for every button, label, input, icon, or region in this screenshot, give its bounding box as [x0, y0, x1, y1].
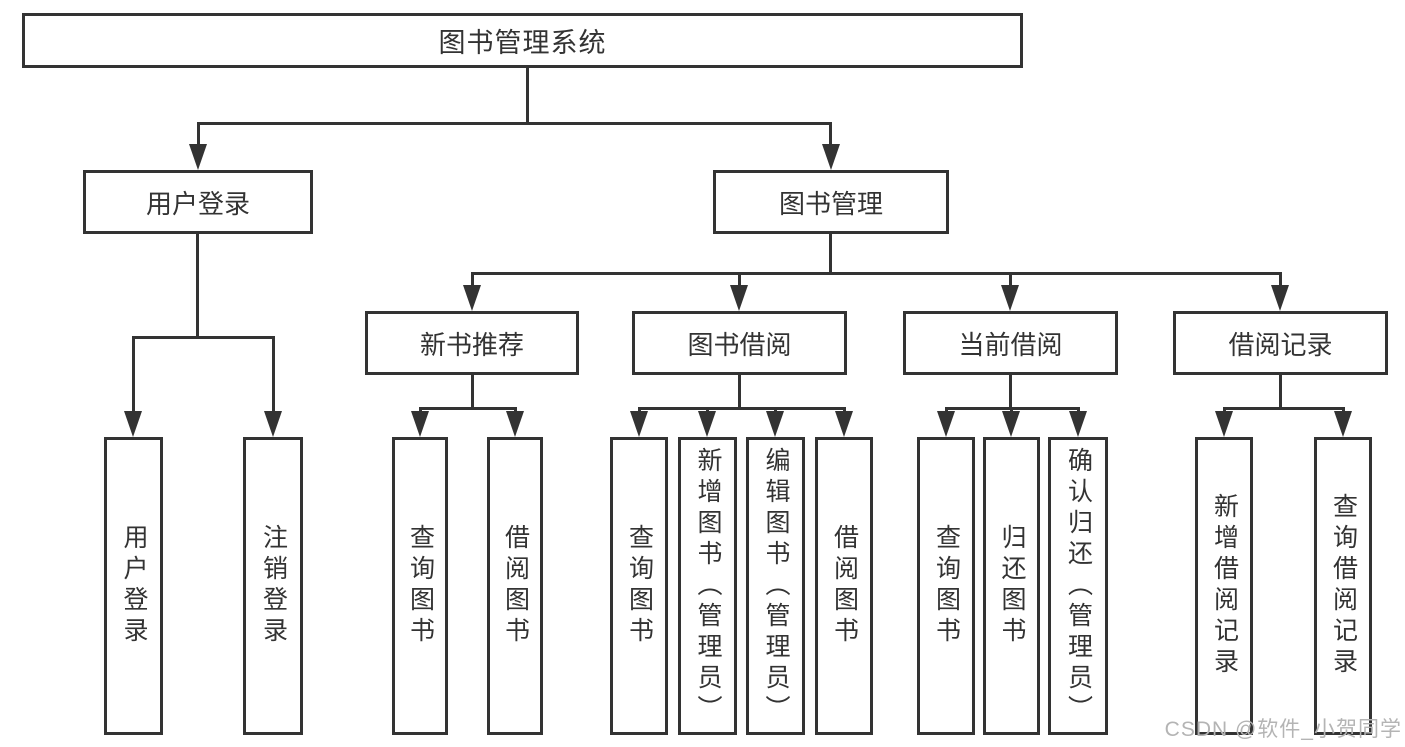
arrow-down-icon — [124, 411, 142, 437]
connector-line — [1009, 375, 1012, 407]
arrow-down-icon — [937, 411, 955, 437]
root-node-label: 图书管理系统 — [438, 28, 607, 58]
connector-line — [829, 122, 832, 146]
connector-line — [272, 336, 275, 413]
node-borrowing-records-label: 借阅记录 — [1228, 329, 1333, 360]
connector-line — [197, 122, 832, 125]
connector-line — [1279, 375, 1282, 407]
leaf-user-login-label: 用户登录 — [120, 524, 148, 648]
leaf-add-borrow-record: 新增借阅记录 — [1195, 437, 1253, 735]
leaf-borrow-books-recommend: 借阅图书 — [487, 437, 543, 735]
arrow-down-icon — [1215, 411, 1233, 437]
connector-line — [132, 336, 135, 413]
arrow-down-icon — [766, 411, 784, 437]
node-current-borrowing-label: 当前借阅 — [958, 329, 1063, 360]
arrow-down-icon — [698, 411, 716, 437]
node-borrowing-records: 借阅记录 — [1173, 311, 1388, 375]
leaf-query-borrow-record-label: 查询借阅记录 — [1329, 493, 1358, 679]
connector-line — [738, 272, 741, 287]
leaf-query-books-current-label: 查询图书 — [932, 524, 961, 648]
connector-line — [419, 407, 517, 410]
arrow-down-icon — [506, 411, 524, 437]
leaf-return-books: 归还图书 — [983, 437, 1040, 735]
leaf-user-login: 用户登录 — [104, 437, 163, 735]
leaf-borrow-books-recommend-label: 借阅图书 — [501, 524, 530, 648]
leaf-logout: 注销登录 — [243, 437, 303, 735]
connector-line — [197, 122, 200, 146]
connector-line — [829, 234, 832, 272]
arrow-down-icon — [1001, 285, 1019, 311]
arrow-down-icon — [1002, 411, 1020, 437]
arrow-down-icon — [730, 285, 748, 311]
leaf-add-borrow-record-label: 新增借阅记录 — [1210, 493, 1239, 679]
csdn-watermark: CSDN @软件_小贺同学 — [1164, 718, 1402, 741]
connector-line — [471, 375, 474, 407]
leaf-query-books-borrowing: 查询图书 — [610, 437, 668, 735]
node-current-borrowing: 当前借阅 — [903, 311, 1118, 375]
node-book-management: 图书管理 — [713, 170, 949, 234]
arrow-down-icon — [264, 411, 282, 437]
arrow-down-icon — [835, 411, 853, 437]
connector-line — [196, 234, 199, 336]
node-user-login-label: 用户登录 — [145, 188, 250, 219]
node-new-book-recommend: 新书推荐 — [365, 311, 579, 375]
arrow-down-icon — [463, 285, 481, 311]
node-new-book-recommend-label: 新书推荐 — [419, 329, 524, 360]
arrow-down-icon — [630, 411, 648, 437]
node-book-management-label: 图书管理 — [778, 188, 883, 219]
leaf-query-books-current: 查询图书 — [917, 437, 975, 735]
leaf-query-books-recommend: 查询图书 — [392, 437, 448, 735]
arrow-down-icon — [1271, 285, 1289, 311]
node-book-borrowing: 图书借阅 — [632, 311, 847, 375]
leaf-add-books-admin: 新增图书（管理员） — [678, 437, 737, 735]
connector-line — [738, 375, 741, 407]
leaf-add-books-admin-label: 新增图书（管理员） — [694, 446, 722, 726]
arrow-down-icon — [822, 144, 840, 170]
leaf-confirm-return-admin: 确认归还（管理员） — [1048, 437, 1108, 735]
node-book-borrowing-label: 图书借阅 — [687, 329, 792, 360]
leaf-edit-books-admin: 编辑图书（管理员） — [746, 437, 805, 735]
leaf-query-borrow-record: 查询借阅记录 — [1314, 437, 1372, 735]
node-user-login: 用户登录 — [83, 170, 313, 234]
leaf-edit-books-admin-label: 编辑图书（管理员） — [762, 446, 790, 726]
arrow-down-icon — [1334, 411, 1352, 437]
arrow-down-icon — [189, 144, 207, 170]
leaf-borrow-books-borrowing-label: 借阅图书 — [830, 524, 859, 648]
leaf-return-books-label: 归还图书 — [998, 524, 1026, 648]
leaf-query-books-recommend-label: 查询图书 — [406, 524, 435, 648]
root-node-library-system: 图书管理系统 — [22, 13, 1023, 68]
leaf-borrow-books-borrowing: 借阅图书 — [815, 437, 873, 735]
arrow-down-icon — [1069, 411, 1087, 437]
connector-line — [638, 407, 845, 410]
arrow-down-icon — [411, 411, 429, 437]
connector-line — [1279, 272, 1282, 287]
leaf-logout-label: 注销登录 — [259, 524, 288, 648]
connector-line — [471, 272, 1281, 275]
connector-line — [1009, 272, 1012, 287]
leaf-confirm-return-admin-label: 确认归还（管理员） — [1064, 446, 1093, 726]
connector-line — [1223, 407, 1344, 410]
connector-line — [526, 66, 529, 122]
connector-line — [471, 272, 474, 287]
connector-line — [132, 336, 275, 339]
leaf-query-books-borrowing-label: 查询图书 — [625, 524, 654, 648]
